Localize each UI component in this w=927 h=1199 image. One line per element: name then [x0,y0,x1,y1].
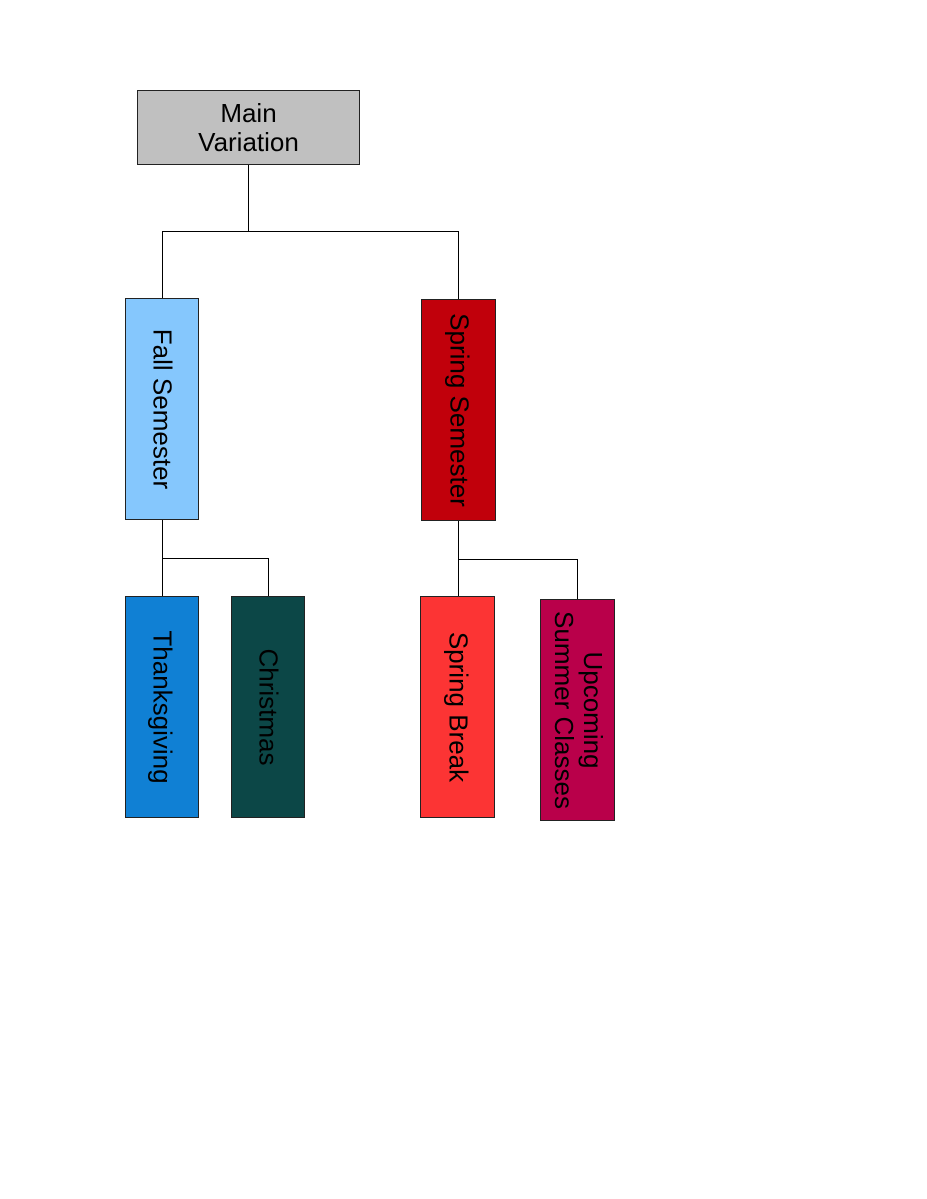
node-spring-break-line-1: Spring Break [443,631,473,783]
node-thanksgiving: Thanksgiving [125,596,199,818]
node-fall-semester-label: Fall Semester [147,328,178,490]
node-christmas-label: Christmas [253,648,284,766]
node-spring-break-label: Spring Break [443,631,473,783]
node-christmas: Christmas [231,596,305,818]
node-spring-semester-label: Spring Semester [444,313,474,507]
node-fall-semester-line-1: Fall Semester [147,328,178,490]
node-spring-semester-line-1: Spring Semester [444,313,474,507]
node-main-variation-line-1: Main [220,97,277,128]
node-upcoming-summer-classes-label: Upcoming Summer Classes [548,611,608,809]
node-fall-semester: Fall Semester [125,298,199,520]
node-main-variation-label: Main Variation [198,97,299,157]
node-upcoming-summer-classes: Upcoming Summer Classes [540,599,615,821]
connector-main-to-fall [162,165,249,298]
node-thanksgiving-line-1: Thanksgiving [147,630,178,784]
node-main-variation-line-2: Variation [198,126,299,157]
connector-fall-to-christmas [162,558,269,596]
node-christmas-line-1: Christmas [253,648,284,766]
node-upcoming-summer-classes-line-1: Upcoming [577,651,608,769]
connector-main-to-spring [248,231,459,299]
node-thanksgiving-label: Thanksgiving [147,630,178,784]
node-spring-break: Spring Break [420,596,495,818]
connector-spring-to-upcoming [458,559,578,599]
node-upcoming-summer-classes-line-2: Summer Classes [548,611,579,809]
node-spring-semester: Spring Semester [421,299,496,521]
node-main-variation: Main Variation [137,90,360,165]
